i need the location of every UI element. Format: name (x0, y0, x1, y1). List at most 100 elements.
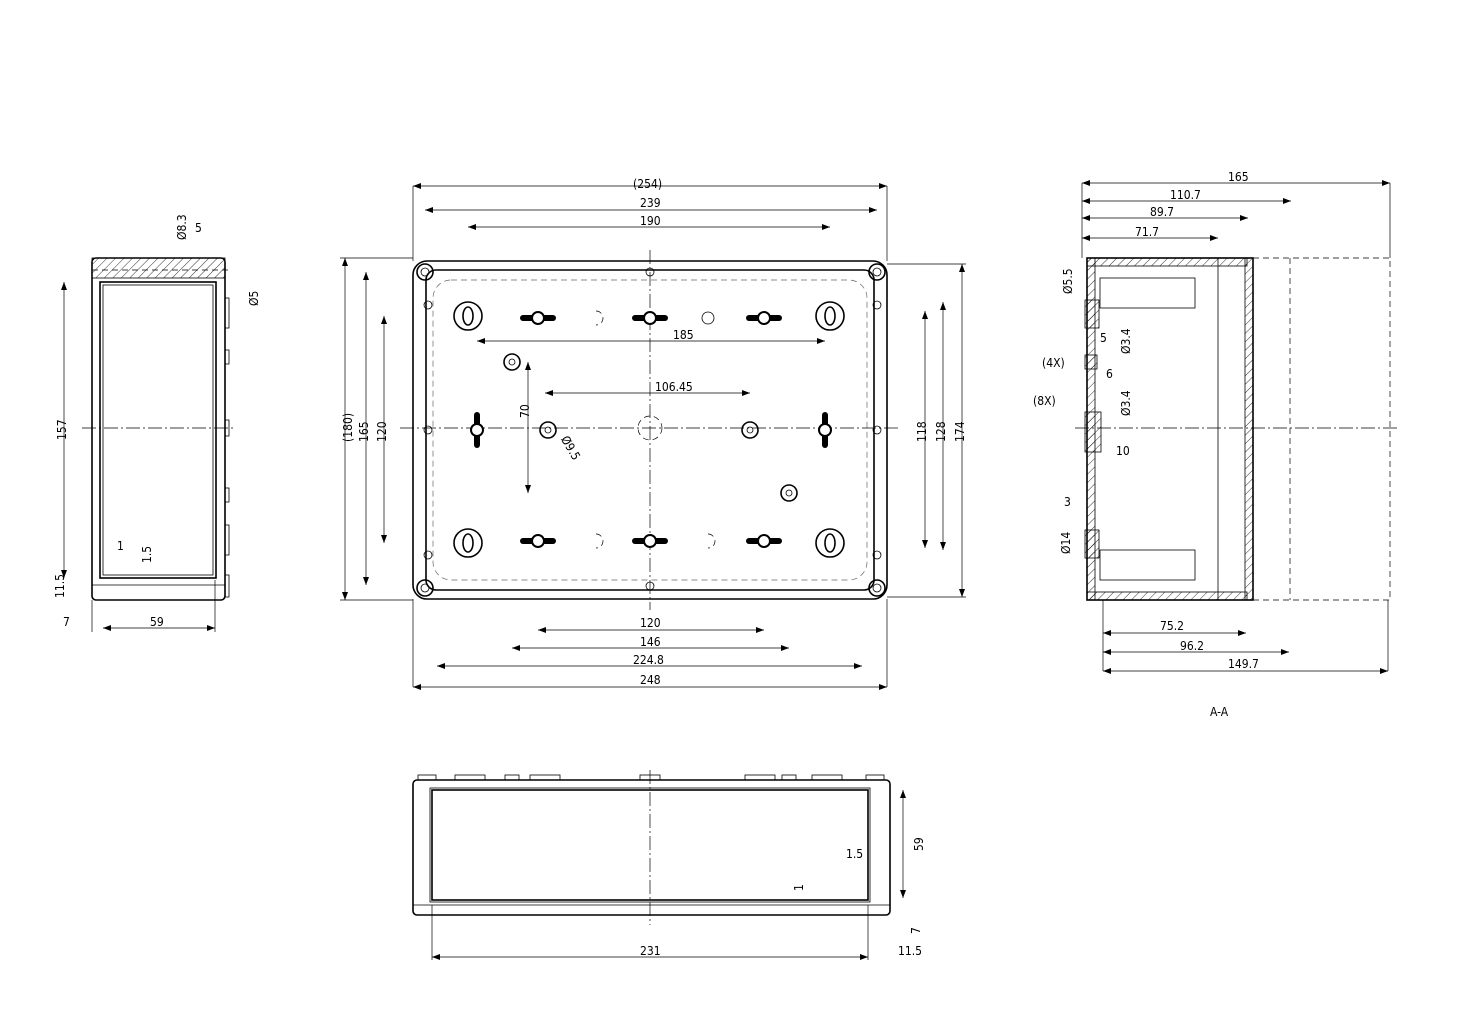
side-view (82, 257, 235, 601)
dim-bottom-7: 7 (909, 927, 923, 934)
boss-hole-inner-icon (508, 358, 516, 366)
dim-bottom-59: 59 (912, 837, 926, 851)
dim-front-b146: 146 (640, 635, 661, 649)
corner-screw-icon (416, 579, 434, 597)
boss-hole-inner-icon (544, 426, 552, 434)
mounting-slot-icon (462, 533, 474, 553)
dim-front-b120: 120 (640, 616, 661, 630)
dim-bottom-11-5: 11.5 (898, 944, 922, 958)
dim-front-118: 118 (915, 421, 929, 442)
dim-sec-71-7: 71.7 (1135, 225, 1159, 239)
dim-front-190: 190 (640, 214, 661, 228)
dim-sec-165: 165 (1228, 170, 1249, 184)
dim-front-128: 128 (934, 421, 948, 442)
center-knockout-icon (637, 415, 663, 441)
dim-front-120: 120 (375, 421, 389, 442)
knockout-icon (595, 310, 604, 326)
mounting-boss-icon (453, 528, 483, 558)
small-hole-icon (645, 581, 655, 591)
pcb-post-icon (470, 423, 484, 437)
mounting-slot-icon (824, 533, 836, 553)
dim-front-254: (254) (633, 177, 662, 191)
dim-sec-96-2: 96.2 (1180, 639, 1204, 653)
corner-screw-inner-icon (872, 583, 882, 593)
dim-sec-d5-5: Ø5.5 (1061, 268, 1075, 294)
dim-bottom-231: 231 (640, 944, 661, 958)
dim-sec-3: 3 (1064, 495, 1071, 509)
front-view (400, 250, 900, 610)
small-hole-icon (872, 550, 882, 560)
corner-screw-inner-icon (420, 583, 430, 593)
pcb-post-icon (757, 534, 771, 548)
boss-hole-icon (539, 421, 557, 439)
dimension-labels: Ø8.3 5 Ø5 157 1 1.5 11.5 7 59 (254) 239 … (53, 170, 1259, 958)
dim-sec-4x: (4X) (1042, 356, 1065, 370)
corner-screw-icon (868, 579, 886, 597)
mounting-boss-icon (815, 528, 845, 558)
dim-side-59: 59 (150, 615, 164, 629)
corner-screw-icon (868, 263, 886, 281)
mounting-boss-icon (453, 301, 483, 331)
bottom-view (412, 770, 891, 925)
dim-side-11-5: 11.5 (53, 574, 67, 598)
small-hole-icon (645, 267, 655, 277)
boss-hole-icon (503, 353, 521, 371)
lid-section-hatch (91, 257, 226, 279)
dim-front-106-45: 106.45 (655, 380, 693, 394)
dim-front-b248: 248 (640, 673, 661, 687)
dim-front-d9-5: Ø9.5 (558, 433, 583, 462)
dim-side-5: 5 (195, 221, 202, 235)
dim-sec-5: 5 (1100, 331, 1107, 345)
section-label: A-A (1210, 705, 1229, 719)
corner-screw-icon (416, 263, 434, 281)
mounting-slot-icon (824, 306, 836, 326)
corner-screw-inner-icon (872, 267, 882, 277)
dim-sec-6: 6 (1106, 367, 1113, 381)
dim-side-157: 157 (55, 419, 69, 440)
dim-bottom-1-5: 1.5 (846, 847, 863, 861)
boss-hole-icon (780, 484, 798, 502)
knockout-icon (707, 533, 716, 549)
dim-front-239: 239 (640, 196, 661, 210)
dim-sec-149-7: 149.7 (1228, 657, 1259, 671)
dim-sec-d3-4a: Ø3.4 (1119, 328, 1133, 354)
small-hole-icon (423, 300, 433, 310)
dim-front-185: 185 (673, 328, 694, 342)
dim-bottom-1: 1 (792, 884, 806, 891)
dim-sec-89-7: 89.7 (1150, 205, 1174, 219)
mounting-boss-icon (815, 301, 845, 331)
small-hole-icon (872, 300, 882, 310)
dim-side-d8-3: Ø8.3 (175, 214, 189, 240)
pcb-post-icon (818, 423, 832, 437)
small-hole-icon (423, 425, 433, 435)
pcb-post-icon (531, 311, 545, 325)
dim-sec-110-7: 110.7 (1170, 188, 1201, 202)
dim-side-1: 1 (117, 539, 124, 553)
dim-sec-d14: Ø14 (1059, 532, 1073, 554)
small-hole-icon (423, 550, 433, 560)
dim-front-165: 165 (357, 421, 371, 442)
dim-front-180: (180) (341, 413, 355, 442)
material-mark-icon (701, 311, 715, 325)
dim-side-1-5: 1.5 (140, 546, 154, 563)
boss-hole-inner-icon (746, 426, 754, 434)
pcb-post-icon (757, 311, 771, 325)
dim-front-b224-8: 224.8 (633, 653, 664, 667)
small-hole-icon (872, 425, 882, 435)
boss-hole-icon (741, 421, 759, 439)
mounting-slot-icon (462, 306, 474, 326)
dim-sec-d3-4b: Ø3.4 (1119, 390, 1133, 416)
dim-sec-75-2: 75.2 (1160, 619, 1184, 633)
dim-sec-8x: (8X) (1033, 394, 1056, 408)
boss-hole-inner-icon (785, 489, 793, 497)
section-view: A-A (1075, 257, 1400, 719)
dimension-lines (61, 180, 1391, 960)
dim-side-7: 7 (63, 615, 70, 629)
pcb-post-icon (531, 534, 545, 548)
knockout-icon (595, 533, 604, 549)
pcb-post-icon (643, 534, 657, 548)
dim-side-d5: Ø5 (247, 291, 261, 306)
dim-front-174: 174 (953, 421, 967, 442)
